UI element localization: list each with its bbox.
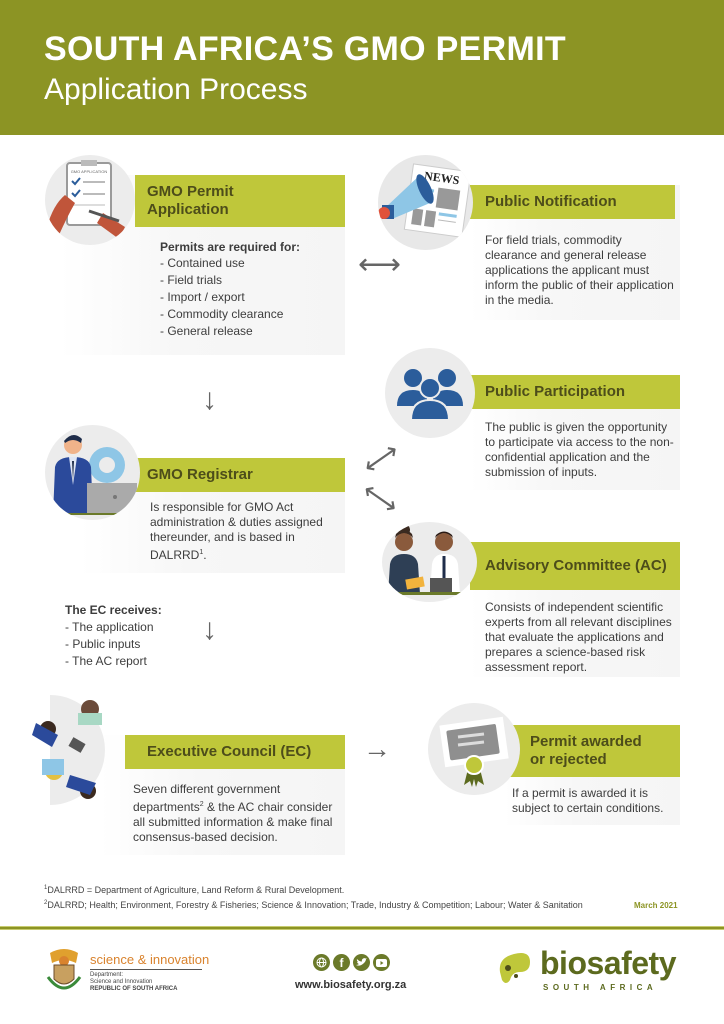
- social-icons: f: [313, 954, 390, 971]
- notification-text: For field trials, commodity clearance an…: [485, 233, 674, 307]
- list-item: - Field trials: [160, 273, 223, 287]
- participation-title-bar: Public Participation: [470, 375, 680, 409]
- megaphone-newspaper-icon: NEWS: [378, 155, 473, 250]
- list-item: - Import / export: [160, 290, 245, 304]
- footer-divider: [0, 926, 724, 930]
- page-subtitle: Application Process: [44, 73, 308, 106]
- globe-icon[interactable]: [313, 954, 330, 971]
- diagonal-arrow-up-icon: ⟷: [356, 435, 405, 481]
- registrar-title: GMO Registrar: [147, 466, 253, 483]
- committee-text: Consists of independent scientific exper…: [485, 600, 672, 674]
- council-title-bar: Executive Council (EC): [125, 735, 345, 769]
- ec-receives-list: The EC receives: - The application - Pub…: [65, 602, 162, 670]
- website-link[interactable]: www.biosafety.org.za: [295, 979, 407, 991]
- list-item: - Commodity clearance: [160, 307, 284, 321]
- footnote-1: 1DALRRD = Department of Agriculture, Lan…: [44, 885, 345, 895]
- footnote-ref-1: 1: [199, 549, 204, 556]
- footnote-2: 2DALRRD; Health; Environment, Forestry &…: [44, 900, 583, 910]
- diagonal-arrow-down-icon: ⟷: [356, 475, 405, 521]
- meeting-table-icon: [30, 695, 130, 805]
- participation-text: The public is given the opportunity to p…: [485, 420, 674, 479]
- committee-title: Advisory Committee (AC): [485, 557, 667, 574]
- permit-title-line2: or rejected: [530, 751, 607, 768]
- brand-subtitle: SOUTH AFRICA: [543, 983, 658, 992]
- requirements-list: - Contained use - Field trials - Import …: [160, 255, 300, 340]
- permit-text: If a permit is awarded it is subject to …: [512, 786, 664, 815]
- bidirectional-arrow-icon: ⟷: [358, 248, 402, 281]
- twitter-icon[interactable]: [353, 954, 370, 971]
- people-group-icon: [385, 348, 475, 438]
- participation-title: Public Participation: [485, 383, 626, 400]
- coat-of-arms-logo: [46, 947, 82, 995]
- man-laptop-icon: [45, 425, 140, 520]
- council-title: Executive Council (EC): [147, 743, 312, 760]
- clipboard-form-icon: GMO APPLICATION: [45, 155, 135, 245]
- ec-receives-heading: The EC receives:: [65, 603, 162, 617]
- council-text: Seven different government departments2 …: [133, 782, 333, 844]
- list-item: - Contained use: [160, 256, 245, 270]
- down-arrow-icon: ↓: [202, 383, 217, 416]
- registrar-title-bar: GMO Registrar: [135, 458, 345, 492]
- down-arrow-icon: ↓: [202, 613, 217, 646]
- registrar-text: Is responsible for GMO Act administratio…: [150, 500, 323, 562]
- list-item: - The application: [65, 620, 154, 634]
- certificate-icon: [428, 703, 520, 795]
- list-item: - The AC report: [65, 654, 147, 668]
- youtube-icon[interactable]: [373, 954, 390, 971]
- publication-date: March 2021: [634, 901, 678, 910]
- list-item: - Public inputs: [65, 637, 141, 651]
- list-item: - General release: [160, 324, 253, 338]
- notification-title-bar: Public Notification: [470, 185, 675, 219]
- notification-title: Public Notification: [485, 193, 617, 210]
- facebook-icon[interactable]: f: [333, 954, 350, 971]
- news-label: NEWS: [423, 169, 460, 188]
- application-requirements: Permits are required for: - Contained us…: [160, 240, 300, 340]
- page-title: SOUTH AFRICA’S GMO PERMIT: [44, 30, 566, 68]
- dept-divider: [90, 969, 202, 970]
- form-label: GMO APPLICATION: [71, 169, 108, 174]
- committee-title-bar: Advisory Committee (AC): [470, 542, 680, 590]
- application-title-line2: Application: [147, 201, 229, 218]
- biosafety-logo: [496, 950, 536, 986]
- two-people-discussing-icon: [382, 522, 477, 602]
- dept-details: Department: Science and Innovation REPUB…: [90, 972, 178, 992]
- brand-name: biosafety: [540, 945, 676, 981]
- permit-title-line1: Permit awarded: [530, 733, 642, 750]
- requirements-heading: Permits are required for:: [160, 240, 301, 254]
- application-title-line1: GMO Permit: [147, 183, 234, 200]
- footnote-ref-2: 2: [199, 801, 204, 808]
- dept-name: science & innovation: [90, 952, 210, 967]
- header-banner: SOUTH AFRICA’S GMO PERMIT Application Pr…: [0, 0, 724, 135]
- right-arrow-icon: →: [363, 733, 391, 764]
